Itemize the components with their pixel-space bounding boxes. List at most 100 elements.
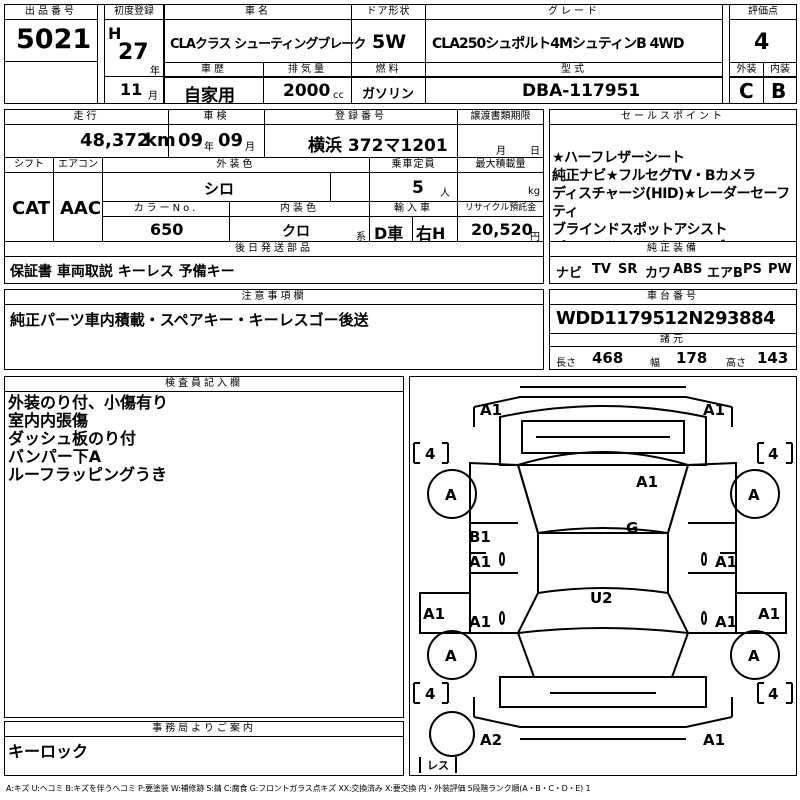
lot-label: 出品番号 [4,4,98,20]
displacement-unit: cc [333,90,344,101]
equip-item: TV [592,262,611,277]
equipment-cell [549,256,797,284]
first-reg-year-unit: 年 [150,66,160,77]
first-reg-era: H [108,24,122,43]
first-reg-month-unit: 月 [148,91,158,102]
equip-item: カワ [645,266,672,281]
legend-text: A:キズ U:ヘコミ B:キズを伴うヘコミ P:要塗装 W:補修跡 S:錆 C:… [6,784,591,793]
shift-label: シフト [4,157,54,173]
office-label: 事務局よりご案内 [4,721,404,737]
ext-score: C [739,79,754,103]
type-code-label: 型式 [425,62,723,78]
mark-tire-rr: 4 [768,685,778,703]
height-label: 高さ [726,358,746,369]
mark-wheel-fl: A [445,486,457,504]
right-side [667,461,737,634]
transfer-month-unit: 月 [496,146,506,157]
mark-quarter-r: A1 [758,605,780,623]
mark-roof: G [626,519,638,537]
chassis-number: WDD1179512N293884 [556,308,776,329]
equip-item: PS [743,262,762,277]
score-label: 評価点 [729,4,797,20]
transfer-label: 譲渡書類期限 [457,109,544,125]
inspection-month: 09 [218,130,244,151]
recycle-fee: 20,520 [471,220,533,239]
inspection-label: 車検 [168,109,265,125]
length-label: 長さ [556,358,576,369]
mark-door-fl-1: B1 [469,528,491,546]
equip-item: エアB [707,266,743,281]
mark-door-fl-2: A1 [469,553,491,571]
color-no: 650 [150,220,184,239]
mark-quarter-l: A1 [423,605,445,623]
front-body [499,405,707,466]
capacity-label: 乗車定員 [369,157,458,173]
grade-name: CLA250シュポルト4MシュティンB 4WD [432,36,684,52]
capacity-unit: 人 [440,188,450,199]
equip-item: ナビ [556,266,583,281]
rear-bumper-shape [473,716,733,740]
import-label: 輸入車 [369,201,458,217]
inspector-label: 検査員記入欄 [4,376,404,392]
caution-text: 純正パーツ車内積載・スペアキー・キーレスゴー後送 [10,311,369,329]
first-reg-year: 27 [118,40,149,65]
ac-value: AAC [60,198,102,219]
mark-rear-bumper-l: A2 [480,731,502,749]
mileage-value: 48,372 [80,130,150,151]
mark-tire-rl: 4 [425,685,435,703]
car-diagram-svg: A1 A1 4 4 4 4 A A A A A1 G U2 B1 A1 A1 A… [413,386,793,773]
overall-score: 4 [754,30,770,55]
ext-color-divider [330,172,331,202]
office-note: キーロック [8,742,89,761]
height-value: 143 [757,349,789,367]
mark-tire-fl: 4 [425,445,435,463]
mark-spare: レス [427,759,449,772]
office-cell [4,736,404,776]
mark-rear-bumper-r: A1 [703,731,725,749]
mark-hood: A1 [636,473,658,491]
lot-number: 5021 [16,24,92,55]
width-label: 幅 [650,358,660,369]
mark-front-right: A1 [703,401,725,419]
mark-door-fr: A1 [715,553,737,571]
int-color-label: 内装色 [229,201,370,217]
condition-diagram: A1 A1 4 4 4 4 A A A A A1 G U2 B1 A1 A1 A… [409,376,797,776]
sales-points-label: セールスポイント [549,109,797,125]
door-label: ドア形状 [351,4,426,20]
wheel-fr-shape [730,469,780,519]
mileage-label: 走行 [4,109,169,125]
rear-glass [516,627,690,678]
specs-label: 諸元 [549,333,797,347]
rear-parts-label: 後日発送部品 [4,241,544,257]
fuel-type: ガソリン [362,87,415,102]
wheel-rl-shape [427,630,477,680]
model-name: CLAクラス シューティングブレーク [170,37,366,52]
caution-label: 注意事項欄 [4,289,544,305]
mark-door-rr: A1 [715,613,737,631]
vehicle-history: 自家用 [184,86,235,106]
displacement-value: 2000 [283,81,331,101]
left-side [469,461,539,634]
int-score-cell [763,76,797,104]
inspection-month-unit: 月 [245,142,255,153]
recycle-label: リサイクル預託金 [457,201,544,217]
ext-color: シロ [204,180,235,198]
mark-front-left: A1 [480,401,502,419]
mark-wheel-rr: A [748,647,760,665]
model-label: 車名 [164,4,352,20]
inspector-notes: 外装のり付、小傷有り 室内内張傷 ダッシュ板のり付 バンパー下A ルーフラッピン… [8,393,169,484]
specs-cell [549,346,797,370]
equip-item: ABS [673,262,703,277]
rear-parts-cell [4,256,544,284]
inspection-year: 09 [178,130,204,151]
max-load-label: 最大積載量 [457,157,544,173]
roof-shape [537,527,669,595]
max-load-unit: kg [528,186,541,197]
width-value: 178 [676,349,708,367]
fuel-label: 燃料 [351,62,426,78]
chassis-label: 車台番号 [549,289,797,305]
front-bumper-shape [473,386,733,408]
caution-cell [4,304,544,370]
int-color-unit: 系 [356,232,366,243]
type-code: DBA-117951 [522,81,641,101]
